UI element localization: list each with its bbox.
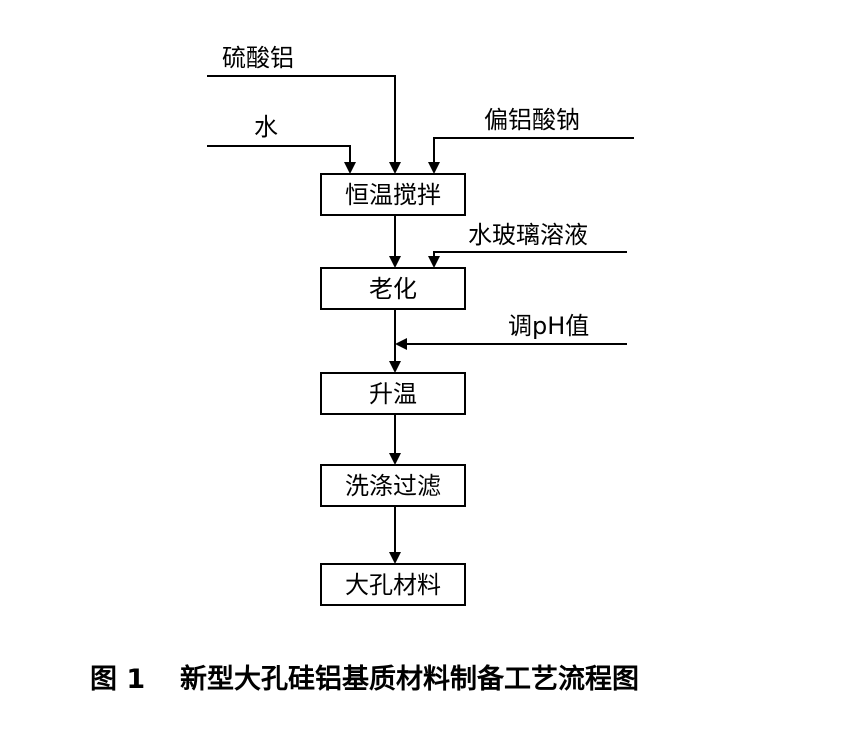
step-label: 洗涤过滤 [345, 472, 441, 500]
input-aluminum-sulfate: 硫酸铝 [207, 44, 401, 174]
input-water: 水 [207, 113, 356, 174]
connector-arrow [389, 361, 401, 373]
input-water-label: 水 [254, 113, 278, 141]
input-sodium-metaaluminate: 偏铝酸钠 [428, 106, 634, 174]
input-water-glass-line [433, 251, 627, 258]
step-box [320, 173, 466, 216]
step-macroporous-material: 大孔材料 [320, 563, 466, 606]
step-label: 大孔材料 [345, 571, 441, 599]
input-water-glass-label: 水玻璃溶液 [468, 221, 588, 249]
step-box [320, 563, 466, 606]
input-aluminum-sulfate-label: 硫酸铝 [222, 44, 294, 72]
figure-caption: 图 1 新型大孔硅铝基质材料制备工艺流程图 [90, 663, 639, 695]
input-aluminum-sulfate-arrow [389, 162, 401, 174]
connector-arrow [389, 256, 401, 268]
connector-arrow [389, 552, 401, 564]
step-constant-temp-stirring: 恒温搅拌 [320, 173, 466, 216]
step-aging: 老化 [320, 267, 466, 310]
step-label: 恒温搅拌 [345, 181, 441, 209]
connector-arrow [389, 453, 401, 465]
input-water-line [207, 145, 351, 164]
step-washing-filtering: 洗涤过滤 [320, 464, 466, 507]
figure-title: 新型大孔硅铝基质材料制备工艺流程图 [180, 663, 639, 695]
step-label: 老化 [369, 275, 417, 303]
step-heating: 升温 [320, 372, 466, 415]
step-box [320, 372, 466, 415]
input-aluminum-sulfate-line [207, 75, 396, 164]
input-water-glass-arrow [428, 256, 440, 268]
input-sodium-metaaluminate-arrow [428, 162, 440, 174]
input-water-arrow [344, 162, 356, 174]
input-ph-adjust-label: 调pH值 [508, 312, 589, 340]
step-box [320, 464, 466, 507]
step-box [320, 267, 466, 310]
input-sodium-metaaluminate-label: 偏铝酸钠 [484, 106, 580, 134]
input-sodium-metaaluminate-line [433, 137, 634, 164]
input-ph-adjust: 调pH值 [395, 312, 627, 350]
input-water-glass: 水玻璃溶液 [428, 221, 627, 268]
input-ph-adjust-arrow [395, 338, 407, 350]
figure-number: 图 1 [90, 664, 145, 695]
step-label: 升温 [369, 380, 417, 408]
